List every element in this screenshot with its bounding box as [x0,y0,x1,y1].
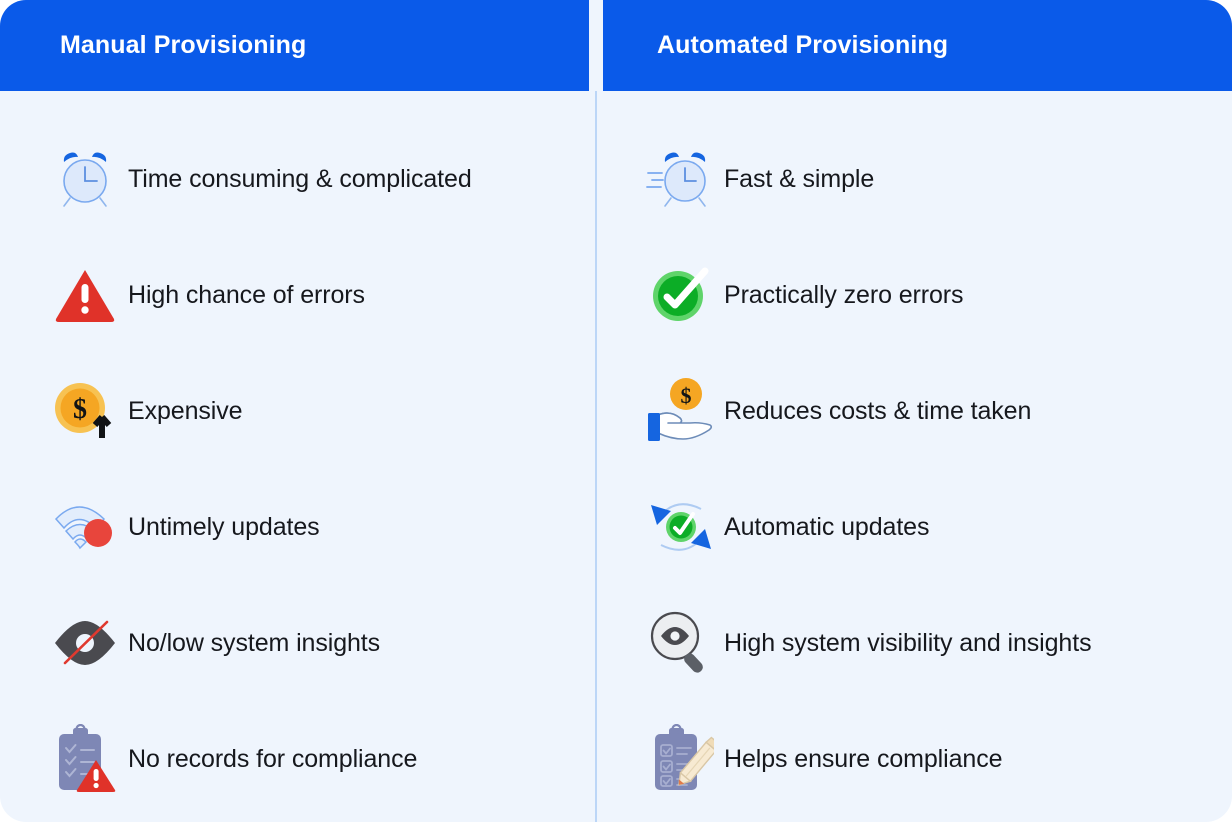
list-item-label: Automatic updates [724,512,930,541]
green-check-circle-icon [638,265,724,325]
svg-text:$: $ [681,383,692,408]
list-item-label: Expensive [128,396,243,425]
list-item-label: Time consuming & complicated [128,164,472,193]
manual-provisioning-column: Time consuming & complicated High chance… [0,91,596,822]
eye-slash-icon [42,619,128,667]
list-item: Automatic updates [638,469,1232,585]
list-item: $ Expensive [42,353,596,469]
list-item: Untimely updates [42,469,596,585]
list-item: No records for compliance [42,701,596,817]
clipboard-warning-icon [42,724,128,794]
list-item-label: No records for compliance [128,744,418,773]
column-divider [595,91,597,822]
hand-coin-icon: $ [638,377,724,445]
column-title-automated: Automated Provisioning [657,31,949,59]
list-item: High chance of errors [42,237,596,353]
table-header-row: Manual Provisioning Automated Provisioni… [0,0,1232,91]
header-cell-automated: Automated Provisioning [603,0,1232,91]
coin-up-arrow-icon: $ [42,380,128,442]
list-item: High system visibility and insights [638,585,1232,701]
automated-provisioning-column: Fast & simple Practically zero errors [596,91,1232,822]
list-item-label: Helps ensure compliance [724,744,1003,773]
list-item: Helps ensure compliance [638,701,1232,817]
list-item-label: No/low system insights [128,628,381,657]
list-item: No/low system insights [42,585,596,701]
alarm-clock-icon [42,147,128,211]
table-body: Time consuming & complicated High chance… [0,91,1232,822]
refresh-check-icon [638,495,724,559]
list-item-label: High system visibility and insights [724,628,1092,657]
column-title-manual: Manual Provisioning [60,31,307,59]
list-item-label: Fast & simple [724,164,875,193]
header-divider-gap [589,0,603,91]
header-cell-manual: Manual Provisioning [0,0,589,91]
list-item: $ Reduces costs & time taken [638,353,1232,469]
list-item-label: Practically zero errors [724,280,964,309]
warning-triangle-icon [42,266,128,324]
clipboard-pencil-icon [638,724,724,794]
list-item-label: High chance of errors [128,280,365,309]
magnifier-eye-icon [638,610,724,676]
list-item: Time consuming & complicated [42,121,596,237]
list-item-label: Untimely updates [128,512,320,541]
list-item: Fast & simple [638,121,1232,237]
svg-text:$: $ [73,394,87,425]
fast-alarm-clock-icon [638,147,724,211]
list-item: Practically zero errors [638,237,1232,353]
wifi-error-icon [42,498,128,556]
list-item-label: Reduces costs & time taken [724,396,1032,425]
